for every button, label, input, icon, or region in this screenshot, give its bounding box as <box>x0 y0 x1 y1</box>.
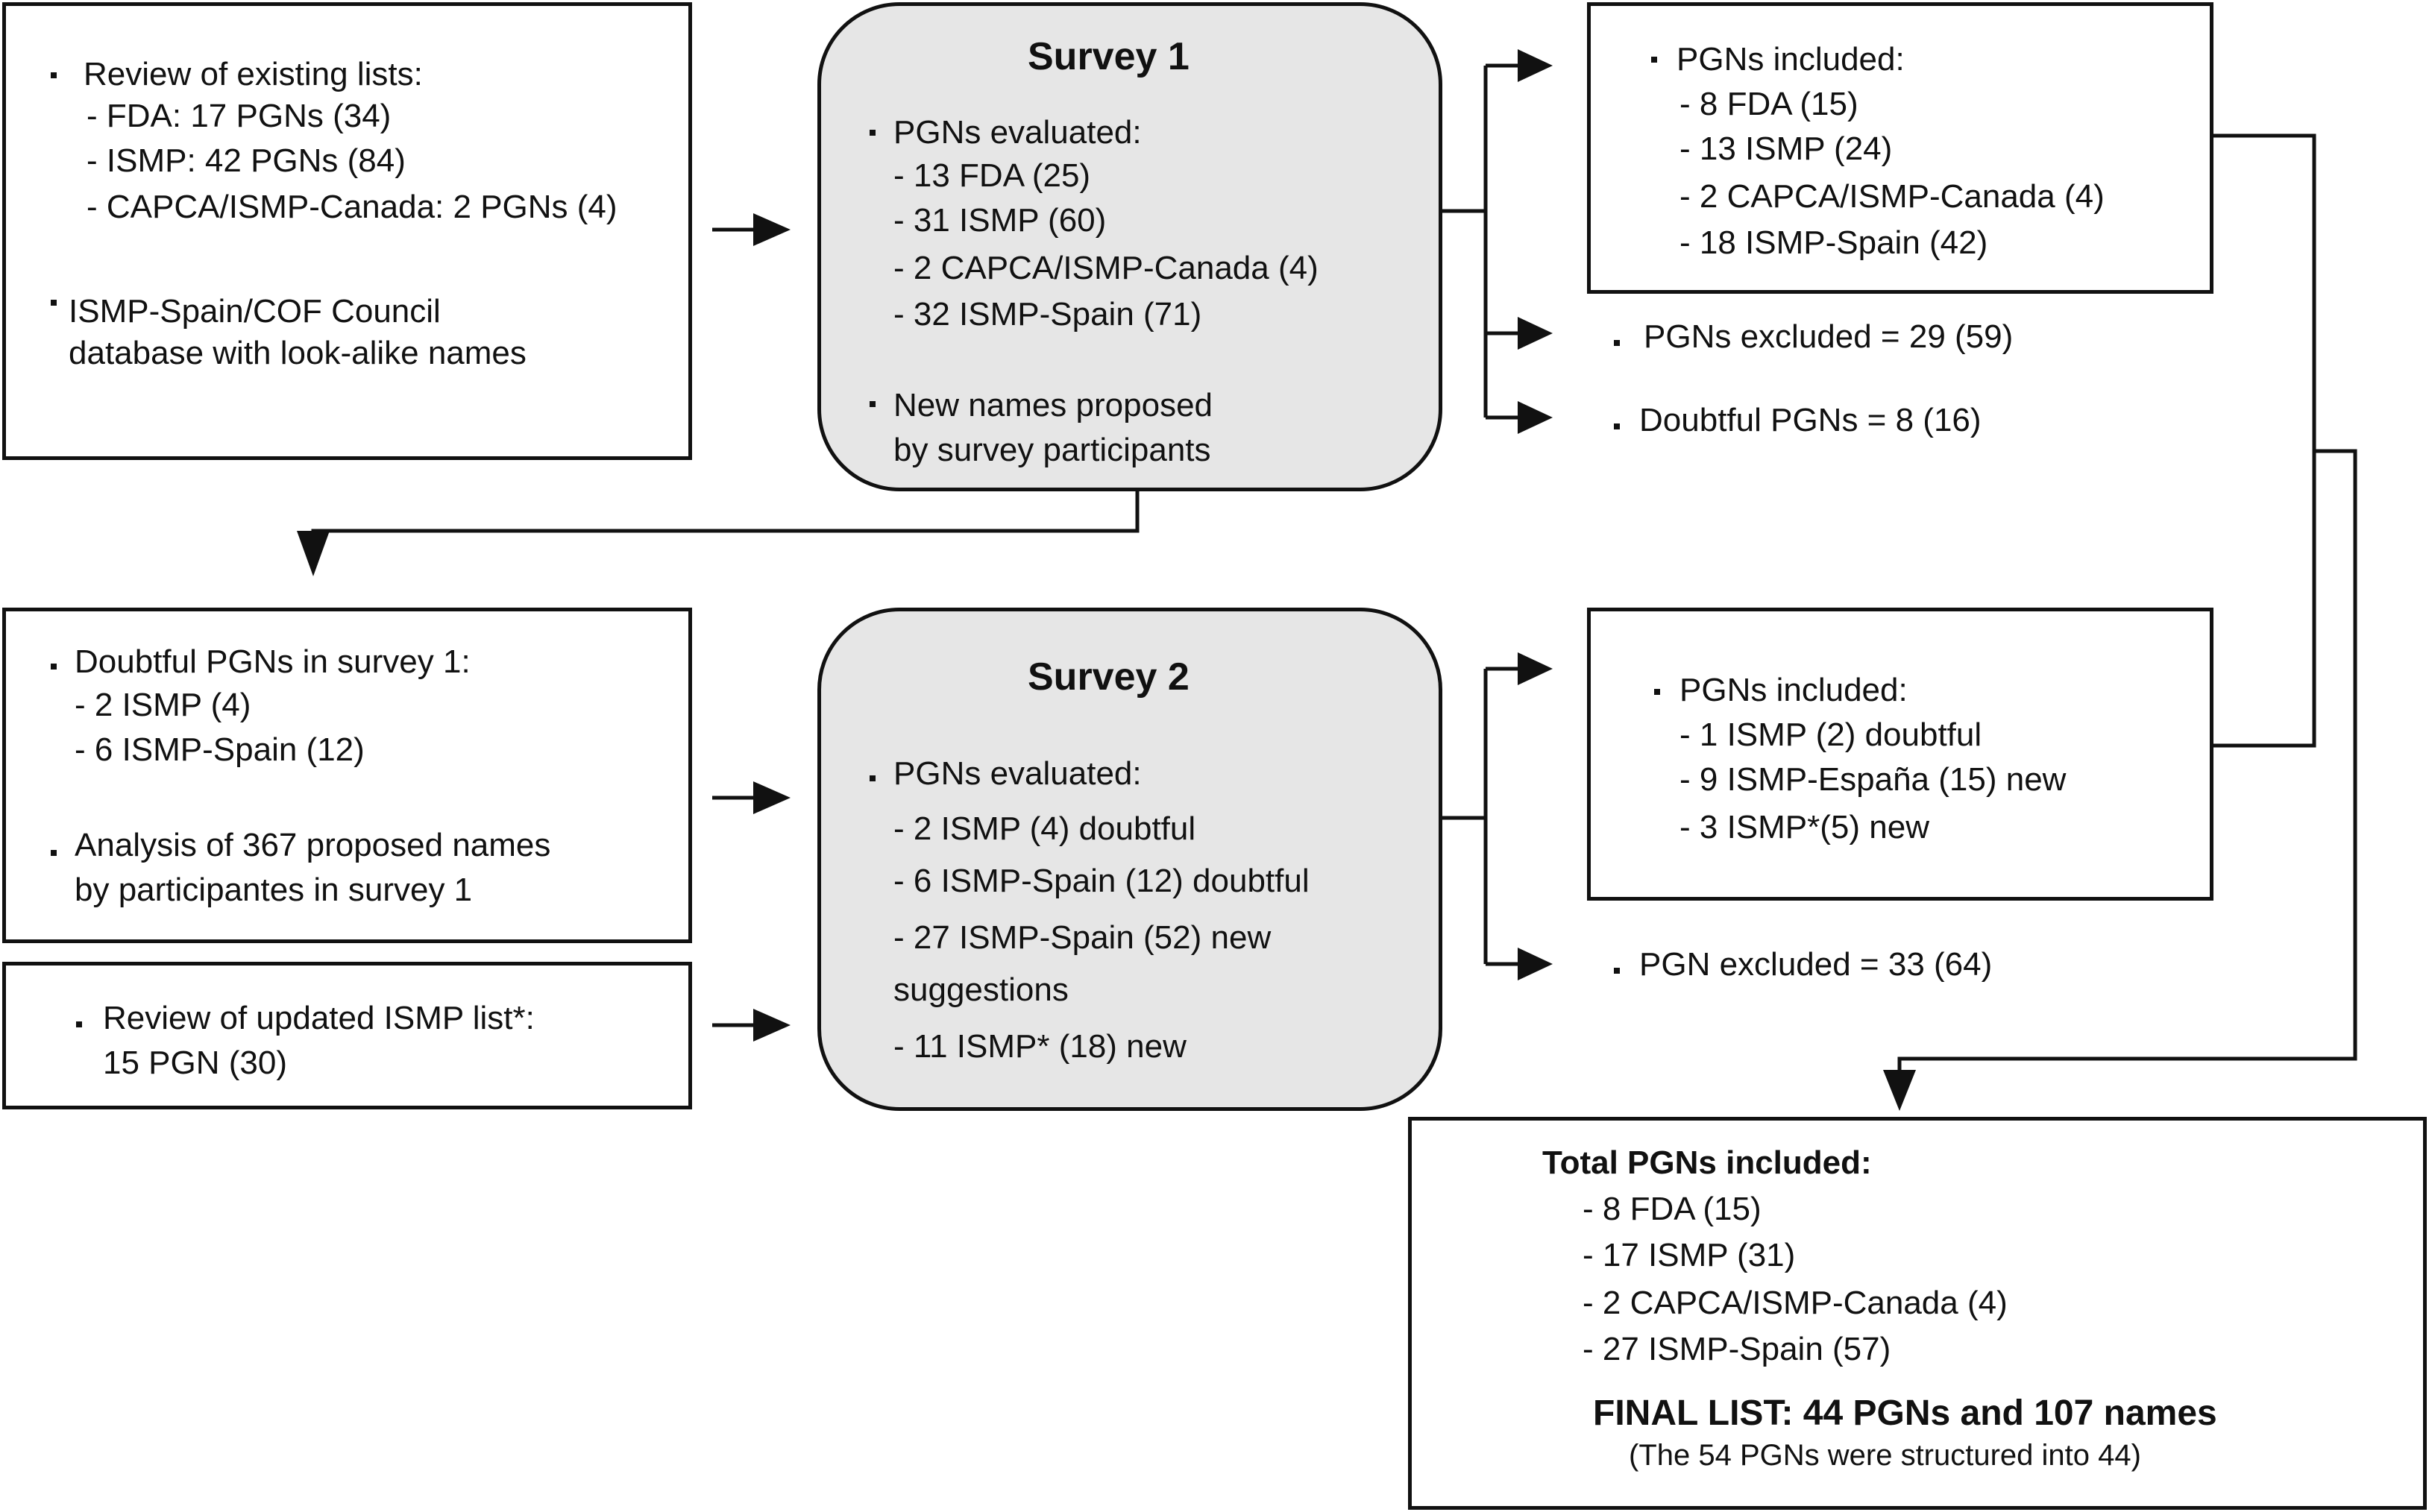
survey1-item: - 32 ISMP-Spain (71) <box>893 296 1202 333</box>
updated-list-count: 15 PGN (30) <box>103 1045 287 1081</box>
survey2-excluded: PGN excluded = 33 (64) <box>1639 946 1993 983</box>
survey1-included-item: - 8 FDA (15) <box>1679 86 1858 122</box>
final-item: - 8 FDA (15) <box>1583 1191 1762 1227</box>
bullet-icon <box>870 130 876 136</box>
survey2-title: Survey 2 <box>1028 655 1190 699</box>
survey1-excluded: PGNs excluded = 29 (59) <box>1644 318 2014 355</box>
existing-lists-box <box>2 2 692 460</box>
bullet-icon <box>1614 423 1620 429</box>
survey1-included-item: - 2 CAPCA/ISMP-Canada (4) <box>1679 178 2105 215</box>
survey1-new-names: New names proposed <box>893 387 1213 423</box>
bullet-icon <box>51 72 57 78</box>
bullet-icon <box>51 300 57 306</box>
survey1-doubtful: Doubtful PGNs = 8 (16) <box>1639 402 1982 438</box>
bullet-icon <box>1614 340 1620 346</box>
existing-lists-item: - CAPCA/ISMP-Canada: 2 PGNs (4) <box>87 189 618 225</box>
bullet-icon <box>870 775 876 781</box>
updated-list-box <box>2 962 692 1109</box>
doubtful-box <box>2 608 692 943</box>
final-note: (The 54 PGNs were structured into 44) <box>1629 1439 2141 1472</box>
survey1-new-names: by survey participants <box>893 432 1211 468</box>
survey2-included-heading: PGNs included: <box>1679 672 1908 708</box>
survey1-included-heading: PGNs included: <box>1677 41 1905 78</box>
survey2-heading: PGNs evaluated: <box>893 755 1142 792</box>
bullet-icon <box>1614 968 1620 974</box>
survey1-included-item: - 18 ISMP-Spain (42) <box>1679 224 1988 261</box>
survey2-item: - 11 ISMP* (18) new <box>893 1028 1187 1065</box>
final-list-title: FINAL LIST: 44 PGNs and 107 names <box>1593 1393 2217 1433</box>
final-heading: Total PGNs included: <box>1542 1144 1872 1181</box>
final-item: - 27 ISMP-Spain (57) <box>1583 1331 1891 1367</box>
survey2-item: - 27 ISMP-Spain (52) new <box>893 919 1272 956</box>
final-item: - 2 CAPCA/ISMP-Canada (4) <box>1583 1285 2008 1321</box>
bullet-icon <box>1651 57 1657 63</box>
bullet-icon <box>1654 689 1660 695</box>
survey1-box <box>817 2 1442 491</box>
existing-lists-heading: Review of existing lists: <box>84 56 423 92</box>
survey1-title: Survey 1 <box>1028 35 1190 78</box>
survey1-included-item: - 13 ISMP (24) <box>1679 130 1893 167</box>
analysis-text: by participantes in survey 1 <box>75 872 473 908</box>
survey2-included-box <box>1587 608 2213 901</box>
survey2-item: suggestions <box>893 971 1069 1008</box>
survey2-included-item: - 3 ISMP*(5) new <box>1679 809 1929 845</box>
analysis-text: Analysis of 367 proposed names <box>75 827 551 863</box>
survey2-included-item: - 9 ISMP-España (15) new <box>1679 761 2067 798</box>
survey1-included-box <box>1587 2 2213 294</box>
survey2-box <box>817 608 1442 1111</box>
database-text: ISMP-Spain/COF Council <box>69 293 441 330</box>
survey2-item: - 6 ISMP-Spain (12) doubtful <box>893 863 1310 899</box>
updated-list-heading: Review of updated ISMP list*: <box>103 1000 535 1036</box>
survey1-item: - 31 ISMP (60) <box>893 202 1107 239</box>
survey1-item: - 2 CAPCA/ISMP-Canada (4) <box>893 250 1319 286</box>
final-list-box <box>1408 1117 2427 1510</box>
existing-lists-item: - FDA: 17 PGNs (34) <box>87 98 392 134</box>
final-item: - 17 ISMP (31) <box>1583 1237 1796 1273</box>
database-text: database with look-alike names <box>69 335 527 371</box>
bullet-icon <box>76 1021 82 1027</box>
bullet-icon <box>51 850 57 856</box>
bullet-icon <box>51 664 57 670</box>
survey1-heading: PGNs evaluated: <box>893 114 1142 151</box>
survey2-item: - 2 ISMP (4) doubtful <box>893 810 1196 847</box>
existing-lists-item: - ISMP: 42 PGNs (84) <box>87 142 406 179</box>
survey1-item: - 13 FDA (25) <box>893 157 1091 194</box>
survey2-included-item: - 1 ISMP (2) doubtful <box>1679 716 1982 753</box>
doubtful-heading: Doubtful PGNs in survey 1: <box>75 643 471 680</box>
doubtful-item: - 2 ISMP (4) <box>75 687 251 723</box>
doubtful-item: - 6 ISMP-Spain (12) <box>75 731 365 768</box>
bullet-icon <box>870 401 876 407</box>
